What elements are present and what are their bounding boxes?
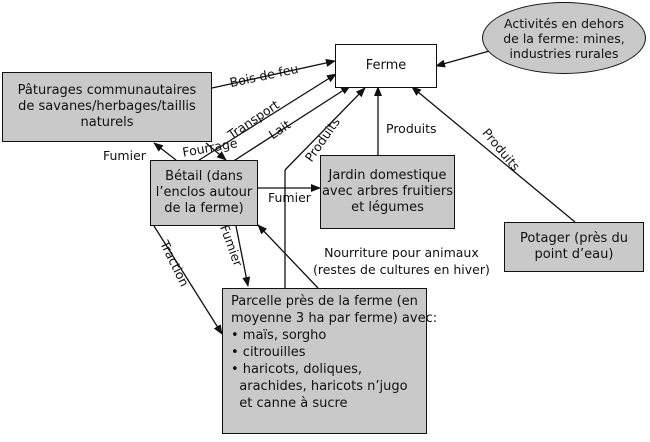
node-betail-line: l’enclos autour: [155, 185, 253, 200]
node-paturages-line: de savanes/herbages/taillis: [18, 99, 196, 114]
arrow-transport: [195, 73, 337, 163]
node-parcelle-line: et canne à sucre: [231, 396, 348, 411]
node-parcelle-line: moyenne 3 ha par ferme) avec:: [231, 311, 438, 326]
label-nourriture-line: (restes de cultures en hiver): [313, 262, 490, 277]
label-fumier-left: Fumier: [103, 148, 146, 163]
label-produits-jardin: Produits: [386, 121, 437, 136]
arrow-bois-de-feu: [211, 59, 336, 89]
node-parcelle-line: • haricots, doliques,: [231, 362, 363, 377]
arrow-fourrage: [205, 142, 227, 161]
arrow-produits-parcelle-2: [284, 87, 366, 171]
node-ferme-label: Ferme: [365, 58, 407, 73]
node-ferme: Ferme: [335, 44, 437, 88]
node-activites-line: industries rurales: [509, 45, 619, 61]
arrow-nourriture: [257, 224, 319, 289]
node-parcelle-line: • maïs, sorgho: [231, 328, 327, 343]
node-jardin: Jardin domestique avec arbres fruitiers …: [320, 155, 455, 229]
node-betail-line: Bétail (dans: [165, 169, 243, 184]
node-jardin-line: et légumes: [351, 200, 424, 215]
node-parcelle-line: arachides, haricots n’jugo: [231, 379, 408, 394]
arrow-produits-potager: [411, 86, 576, 223]
node-parcelle-line: • citrouilles: [231, 345, 306, 360]
node-paturages: Pâturages communautaires de savanes/herb…: [2, 72, 212, 142]
arrow-fumier-parcelle: [235, 225, 251, 287]
arrow-traction: [153, 225, 223, 335]
node-parcelle-line: Parcelle près de la ferme (en: [231, 294, 418, 309]
arrow-fumier-paturages: [153, 142, 177, 161]
label-nourriture: Nourriture pour animaux (restes de cultu…: [313, 244, 490, 278]
node-activites-line: Activités en dehors: [504, 15, 624, 31]
node-jardin-line: Jardin domestique: [328, 168, 447, 183]
node-parcelle: Parcelle près de la ferme (en moyenne 3 …: [222, 288, 437, 434]
arrow-lait: [231, 85, 351, 163]
label-fumier-mid: Fumier: [268, 190, 311, 205]
node-paturages-line: Pâturages communautaires: [17, 83, 197, 98]
node-betail: Bétail (dans l’enclos autour de la ferme…: [150, 160, 258, 226]
node-potager-line: Potager (près du: [520, 231, 628, 246]
node-activites: Activités en dehors de la ferme: mines, …: [482, 2, 646, 74]
node-paturages-line: naturels: [80, 115, 134, 130]
node-betail-line: de la ferme): [164, 201, 244, 216]
node-potager: Potager (près du point d’eau): [504, 222, 644, 272]
node-jardin-line: avec arbres fruitiers: [321, 184, 454, 199]
node-activites-line: de la ferme: mines,: [503, 30, 625, 46]
label-nourriture-line: Nourriture pour animaux: [324, 245, 479, 260]
node-potager-line: point d’eau): [534, 247, 614, 262]
